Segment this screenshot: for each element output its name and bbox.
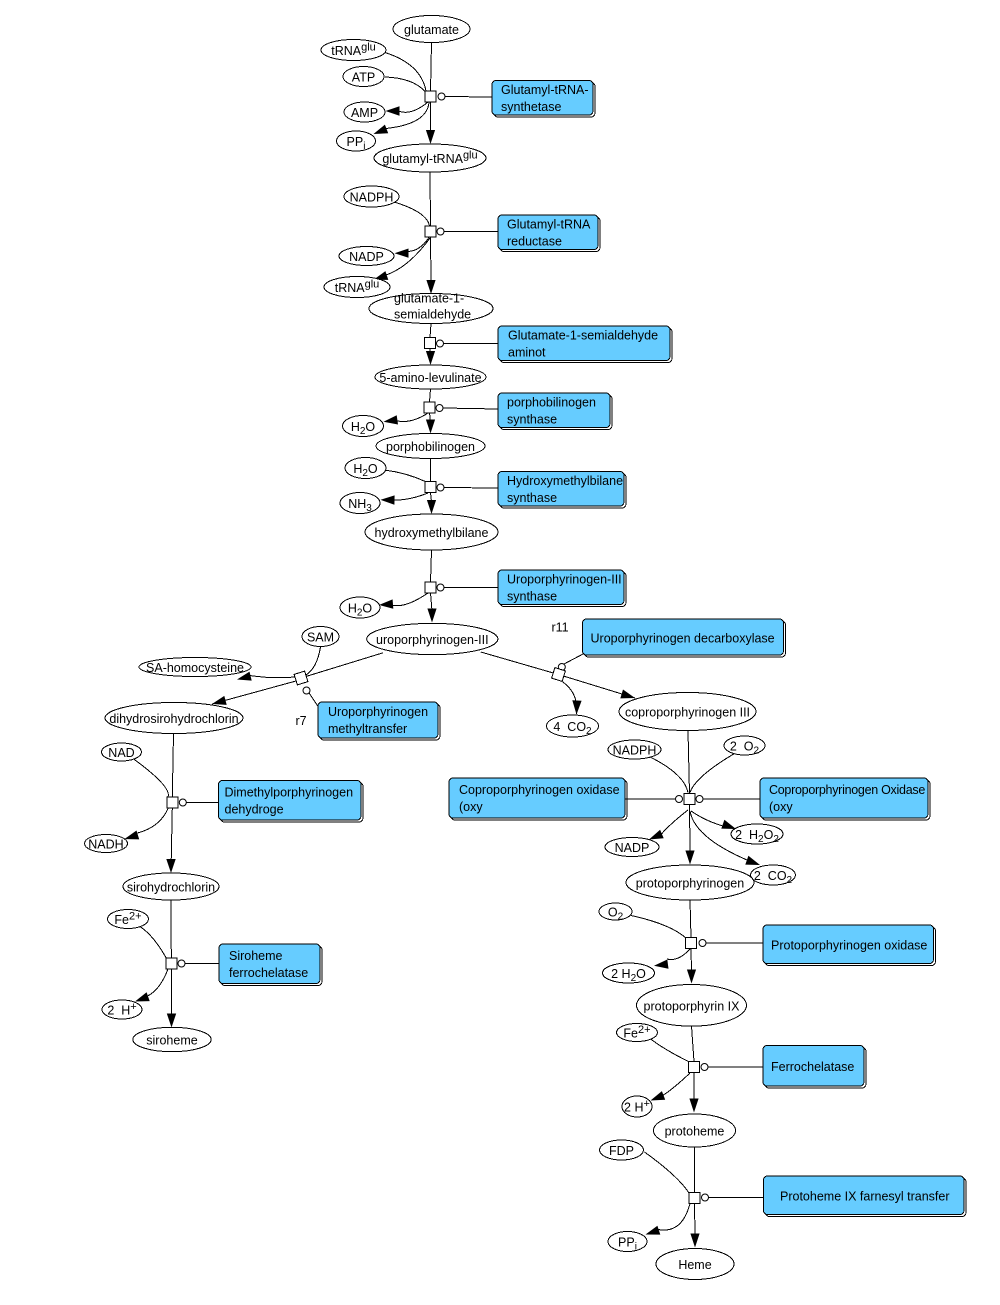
svg-text:r11: r11 — [552, 621, 569, 635]
svg-text:synthase: synthase — [507, 491, 557, 505]
svg-text:Glutamate-1-semialdehyde: Glutamate-1-semialdehyde — [508, 328, 658, 342]
svg-text:Dimethylporphyrinogen: Dimethylporphyrinogen — [225, 786, 354, 800]
svg-text:ferrochelatase: ferrochelatase — [229, 966, 308, 980]
svg-text:NADP: NADP — [615, 841, 650, 855]
svg-text:5-amino-levulinate: 5-amino-levulinate — [379, 371, 481, 385]
svg-text:Hydroxymethylbilane: Hydroxymethylbilane — [507, 474, 623, 488]
svg-text:Coproporphyrinogen Oxidase: Coproporphyrinogen Oxidase — [769, 783, 925, 797]
svg-text:NADPH: NADPH — [350, 191, 394, 205]
svg-text:synthase: synthase — [507, 590, 557, 604]
svg-text:glutamate-1-: glutamate-1- — [394, 292, 464, 306]
svg-text:Heme: Heme — [678, 1258, 711, 1272]
svg-text:uroporphyrinogen-III: uroporphyrinogen-III — [376, 633, 489, 647]
svg-text:NAD: NAD — [108, 746, 134, 760]
svg-text:FDP: FDP — [609, 1144, 634, 1158]
svg-text:siroheme: siroheme — [146, 1034, 197, 1048]
svg-text:protoheme: protoheme — [665, 1125, 725, 1139]
svg-text:(oxy: (oxy — [459, 800, 483, 814]
svg-text:dehydroge: dehydroge — [225, 803, 284, 817]
svg-text:protoporphyrin IX: protoporphyrin IX — [644, 999, 741, 1013]
svg-text:protoporphyrinogen: protoporphyrinogen — [636, 877, 744, 891]
svg-text:Protoheme IX farnesyl transfer: Protoheme IX farnesyl transfer — [780, 1190, 950, 1204]
svg-text:Uroporphyrinogen: Uroporphyrinogen — [328, 705, 428, 719]
svg-text:NADH: NADH — [88, 838, 123, 852]
svg-text:semialdehyde: semialdehyde — [394, 308, 471, 322]
svg-text:synthase: synthase — [507, 412, 557, 426]
svg-text:r7: r7 — [296, 714, 307, 728]
svg-text:porphobilinogen: porphobilinogen — [386, 440, 475, 454]
svg-text:dihydrosirohydrochlorin: dihydrosirohydrochlorin — [109, 712, 238, 726]
svg-text:methyltransfer: methyltransfer — [328, 722, 407, 736]
svg-text:SA-homocysteine: SA-homocysteine — [146, 661, 244, 675]
svg-text:synthetase: synthetase — [501, 100, 562, 114]
svg-text:reductase: reductase — [507, 234, 562, 248]
svg-text:porphobilinogen: porphobilinogen — [507, 395, 596, 409]
svg-text:Coproporphyrinogen oxidase: Coproporphyrinogen oxidase — [459, 783, 620, 797]
svg-text:NADP: NADP — [349, 250, 384, 264]
svg-text:hydroxymethylbilane: hydroxymethylbilane — [375, 526, 489, 540]
svg-text:NADPH: NADPH — [613, 744, 657, 758]
svg-text:sirohydrochlorin: sirohydrochlorin — [127, 881, 215, 895]
svg-text:Uroporphyrinogen decarboxylase: Uroporphyrinogen decarboxylase — [591, 631, 775, 645]
svg-text:Siroheme: Siroheme — [229, 949, 283, 963]
svg-text:glutamate: glutamate — [404, 23, 459, 37]
svg-text:Glutamyl-tRNA: Glutamyl-tRNA — [507, 217, 591, 231]
svg-text:AMP: AMP — [351, 106, 378, 120]
svg-text:coproporphyrinogen III: coproporphyrinogen III — [625, 706, 750, 720]
svg-text:SAM: SAM — [307, 631, 334, 645]
svg-text:Protoporphyrinogen oxidase: Protoporphyrinogen oxidase — [771, 939, 927, 953]
svg-text:Ferrochelatase: Ferrochelatase — [771, 1060, 854, 1074]
svg-text:aminot: aminot — [508, 345, 546, 359]
svg-text:(oxy: (oxy — [769, 800, 793, 814]
svg-text:Uroporphyrinogen-III: Uroporphyrinogen-III — [507, 573, 622, 587]
svg-text:ATP: ATP — [352, 71, 375, 85]
svg-text:Glutamyl-tRNA-: Glutamyl-tRNA- — [501, 83, 589, 97]
